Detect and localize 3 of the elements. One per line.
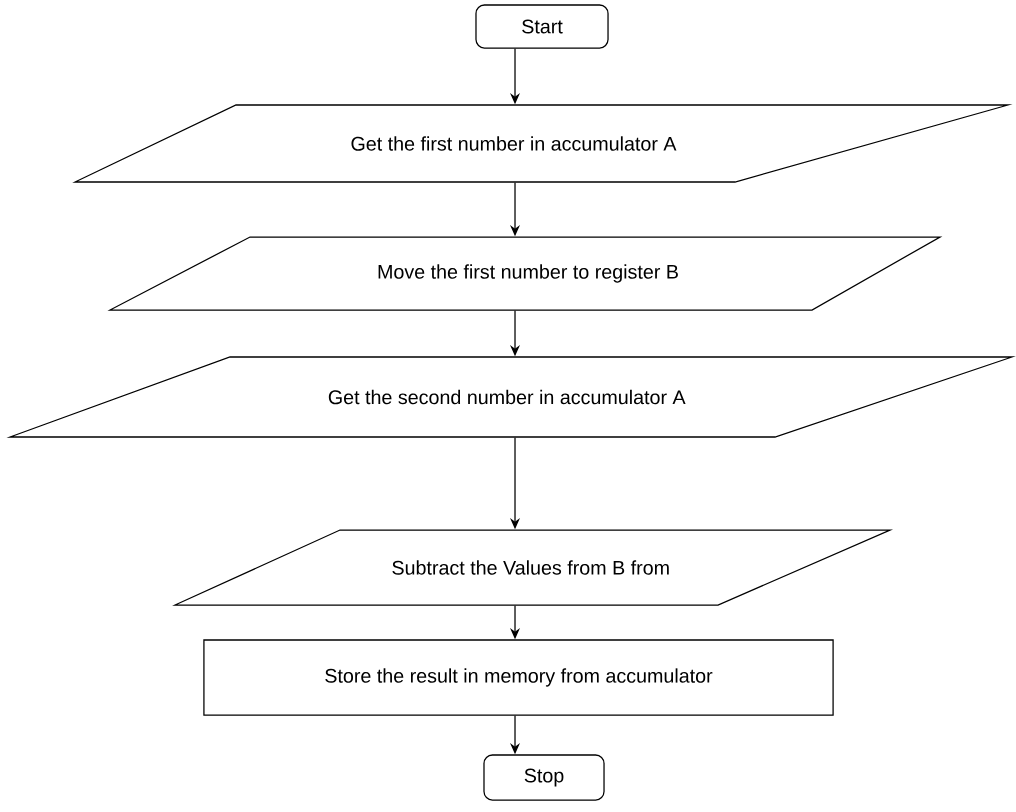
process-box: Store the result in memory from accumulator [203,639,834,716]
terminal-box: Start [475,4,609,49]
terminal-box: Stop [483,754,605,801]
